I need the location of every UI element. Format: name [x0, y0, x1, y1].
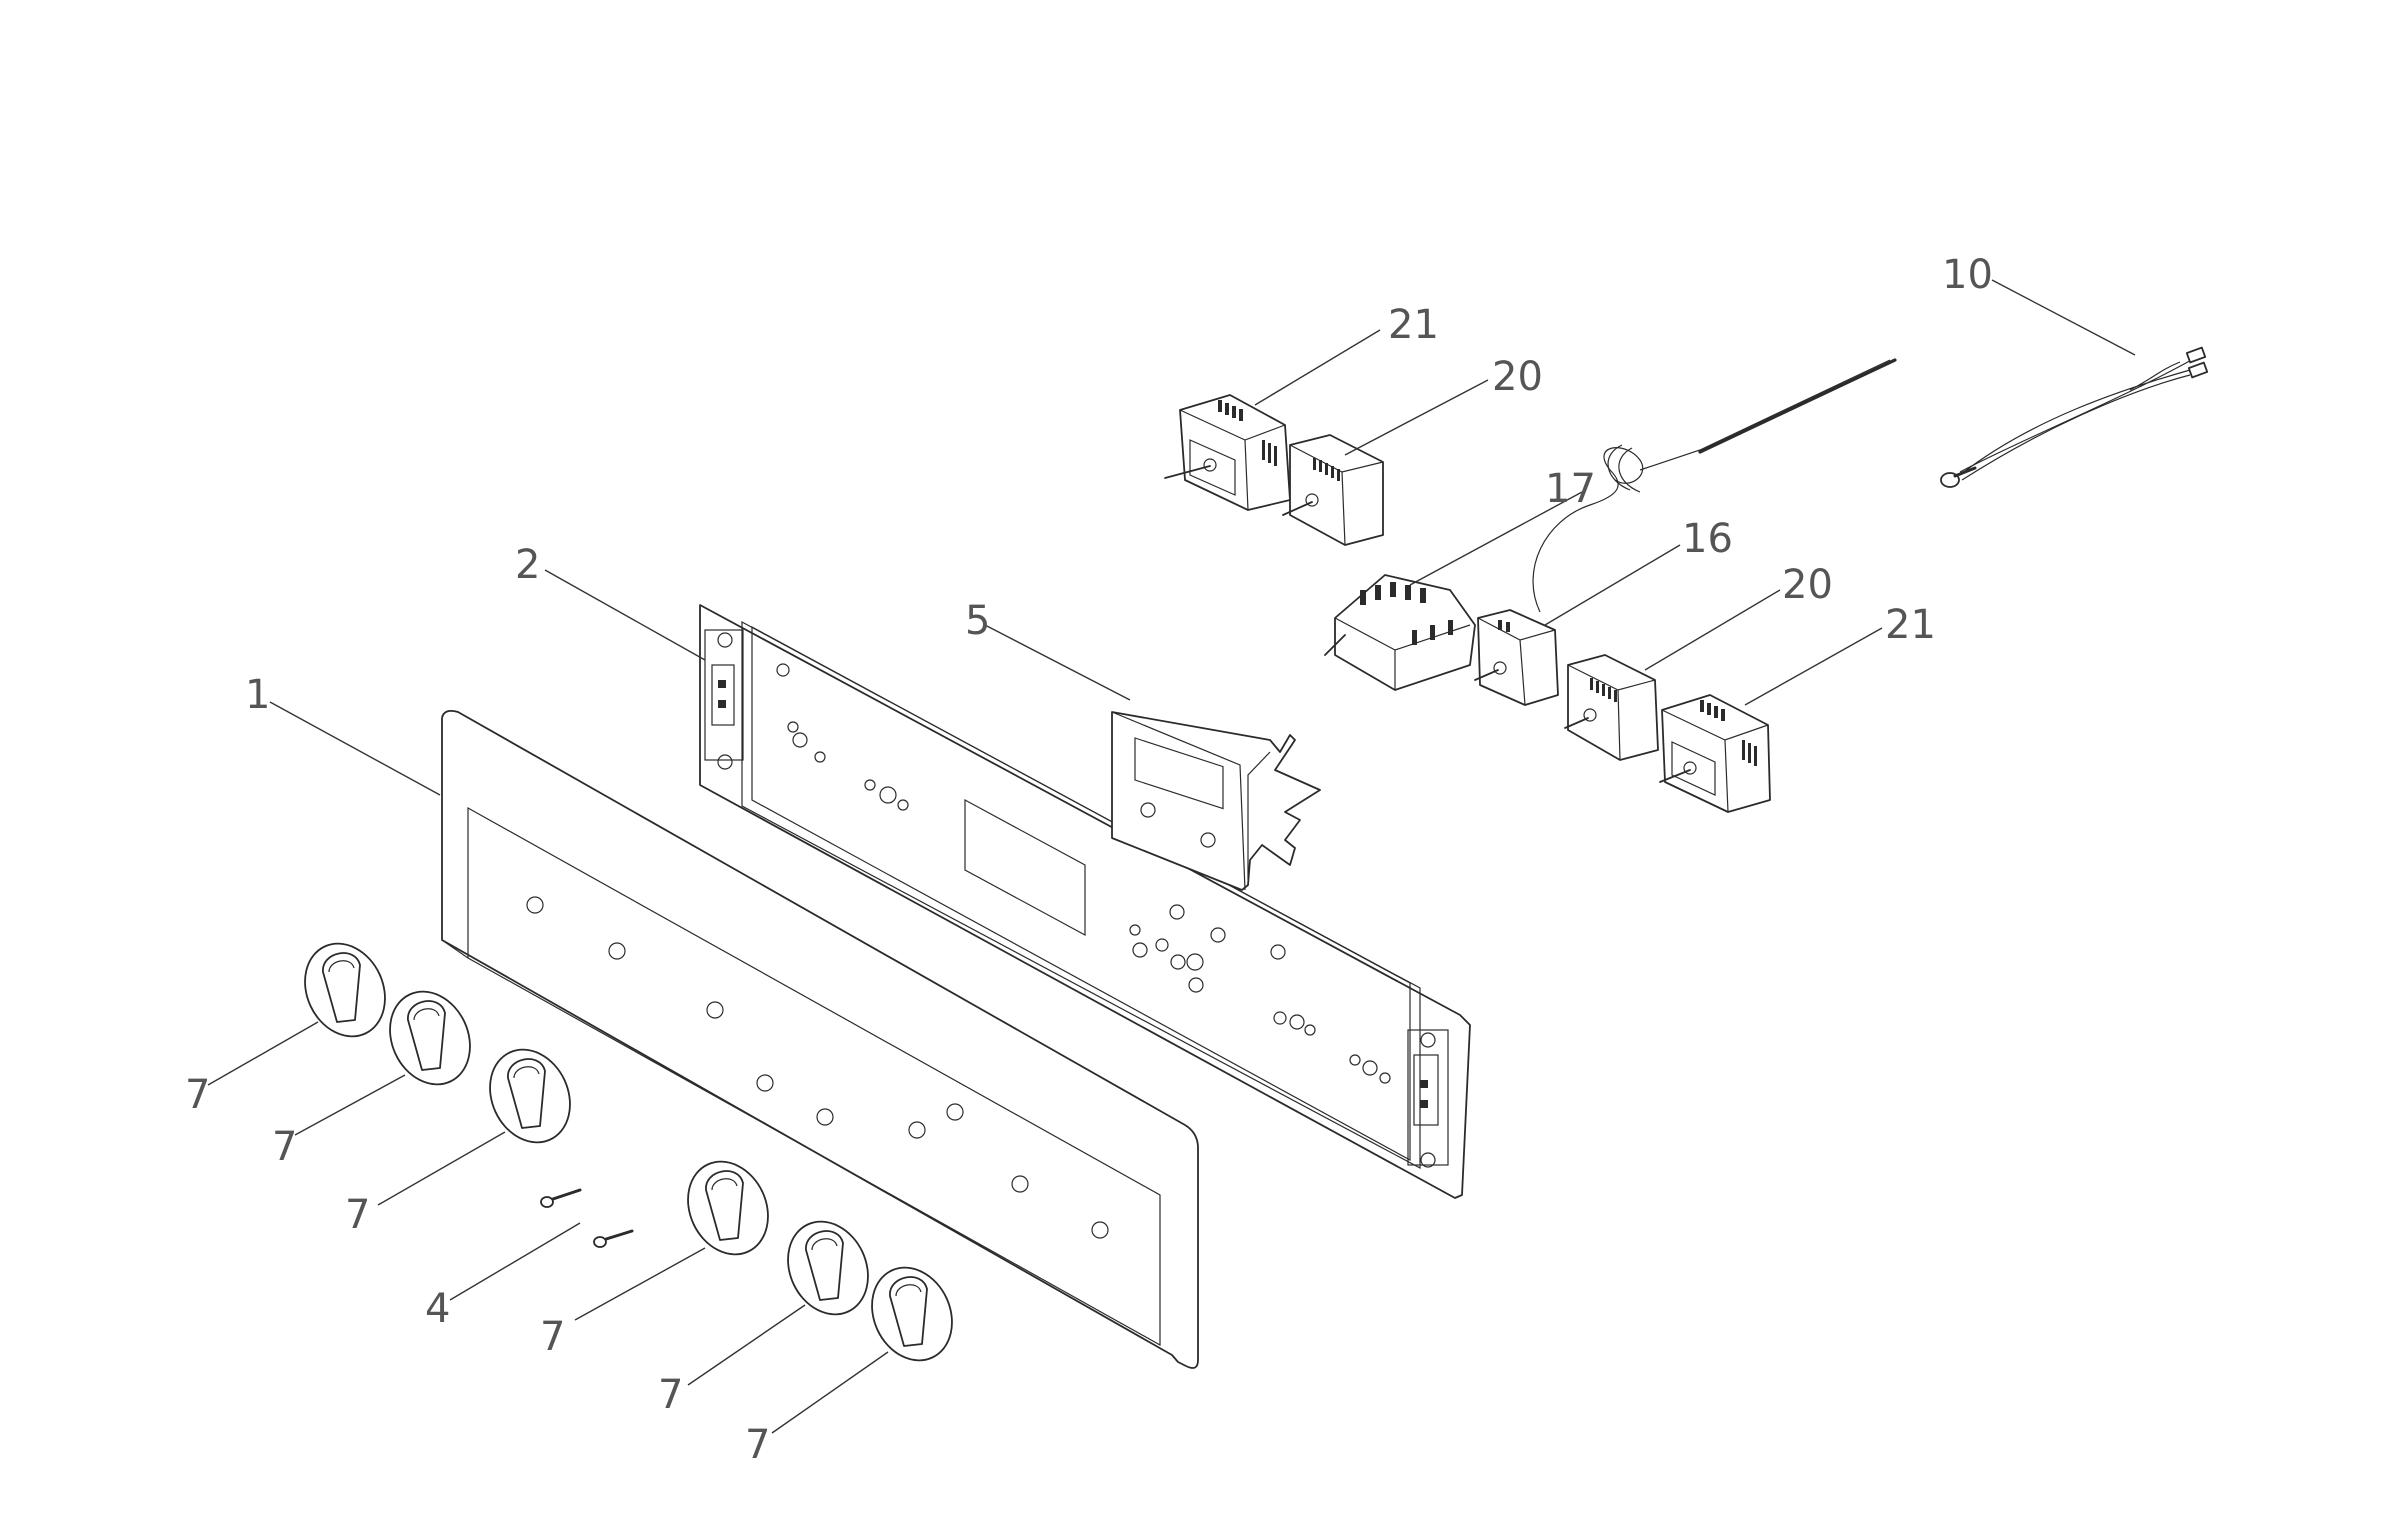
callout-7: 7: [185, 1072, 210, 1118]
selector-switch: [1324, 574, 1476, 691]
callout-1: 1: [245, 672, 270, 718]
left-bracket: [704, 629, 744, 770]
callout-2: 2: [515, 542, 540, 588]
energy-regulator-20-lower: [1564, 654, 1659, 761]
leader-lines: [207, 279, 2136, 1434]
knob: [489, 1048, 571, 1144]
callout-7: 7: [272, 1124, 297, 1170]
panel-holes: [526, 896, 1109, 1239]
front-panel: [441, 709, 1199, 1369]
callout-20: 20: [1782, 562, 1833, 608]
callout-20: 20: [1492, 354, 1543, 400]
callout-17: 17: [1545, 466, 1596, 512]
capillary-tube: [1532, 359, 1891, 613]
callout-5: 5: [965, 598, 990, 644]
knob: [871, 1266, 953, 1362]
callout-10: 10: [1942, 252, 1993, 298]
callout-7: 7: [540, 1314, 565, 1360]
callout-16: 16: [1682, 516, 1733, 562]
knob: [389, 990, 471, 1086]
timer-module: [1111, 711, 1321, 891]
knob: [304, 942, 386, 1038]
terminals: [1360, 582, 1453, 645]
energy-regulator-21-lower: [1659, 694, 1771, 813]
callout-7: 7: [345, 1192, 370, 1238]
cable-harness: [1940, 346, 2209, 488]
screws: [540, 1188, 634, 1248]
energy-regulator-20-upper: [1282, 434, 1384, 546]
knob: [687, 1160, 769, 1256]
callout-7: 7: [745, 1422, 770, 1468]
callout-21: 21: [1388, 302, 1439, 348]
knob: [787, 1220, 869, 1316]
callout-7: 7: [658, 1372, 683, 1418]
right-bracket: [1407, 1029, 1449, 1168]
chassis-holes: [776, 663, 1391, 1084]
control-knobs: [304, 942, 953, 1362]
terminals: [1218, 400, 1277, 466]
callout-21: 21: [1885, 602, 1936, 648]
callout-4: 4: [425, 1286, 450, 1332]
thermostat: [1474, 358, 1897, 706]
callout-labels: 1 2 4 5 7 7 7 7 7 7 7 10 16 17 20 20 21 …: [185, 252, 1993, 1468]
energy-regulator-upper: [1164, 394, 1291, 511]
